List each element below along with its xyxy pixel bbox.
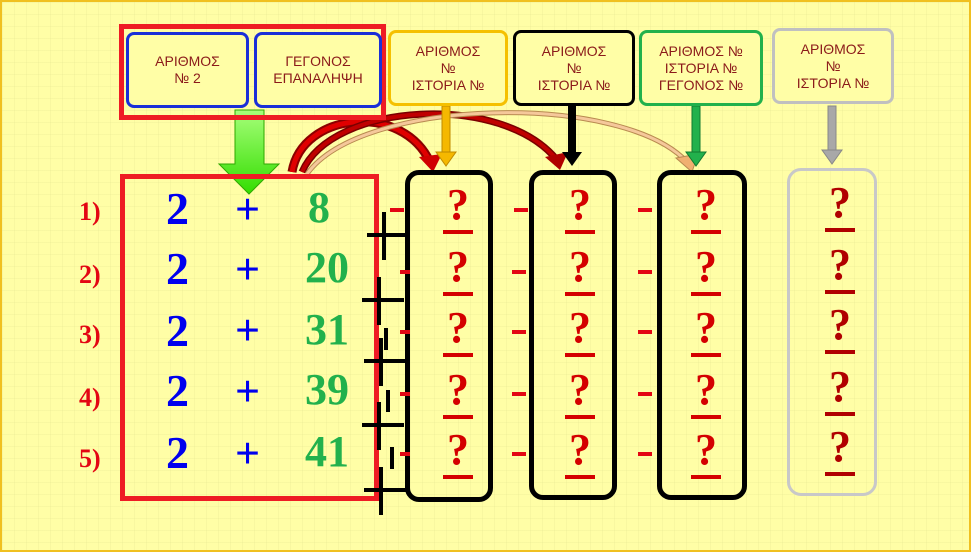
dash-mark xyxy=(512,392,526,396)
addend-number: 2 xyxy=(166,427,189,478)
addend-number: 2 xyxy=(166,365,189,416)
addend-number: 2 xyxy=(166,183,189,234)
unknown-answer[interactable]: ? xyxy=(438,244,478,296)
dash-mark xyxy=(400,330,410,334)
header-frame xyxy=(119,24,386,120)
plus-sign: + xyxy=(235,306,261,355)
row-label: 3) xyxy=(79,320,101,349)
answer-column-4 xyxy=(787,168,877,496)
dash-mark xyxy=(386,390,390,412)
answer-column-3 xyxy=(657,170,747,500)
unknown-answer[interactable]: ? xyxy=(438,182,478,234)
gray-stem xyxy=(827,105,837,155)
unknown-answer[interactable]: ? xyxy=(686,244,726,296)
plus-mark xyxy=(379,338,383,386)
fact-number: 20 xyxy=(305,243,349,292)
answer-column-1 xyxy=(405,170,493,502)
plus-mark xyxy=(362,423,404,427)
unknown-answer[interactable]: ? xyxy=(820,180,860,232)
dash-mark xyxy=(638,452,652,456)
plus-mark xyxy=(364,488,406,492)
addend-number: 2 xyxy=(166,305,189,356)
orange-stem xyxy=(441,105,451,155)
dash-mark xyxy=(512,270,526,274)
row-label: 5) xyxy=(79,444,101,473)
unknown-answer[interactable]: ? xyxy=(686,367,726,419)
header-col-1: ΑΡΙΘΜΟΣ № ΙΣΤΟΡΙΑ № xyxy=(388,30,508,106)
unknown-answer[interactable]: ? xyxy=(560,427,600,479)
dash-mark xyxy=(390,447,394,469)
dash-mark xyxy=(638,330,652,334)
header-col-3: ΑΡΙΘΜΟΣ № ΙΣΤΟΡΙΑ № ΓΕΓΟΝΟΣ № xyxy=(639,30,763,106)
unknown-answer[interactable]: ? xyxy=(820,242,860,294)
plus-mark xyxy=(379,467,383,515)
plus-mark xyxy=(377,402,381,450)
unknown-answer[interactable]: ? xyxy=(686,182,726,234)
dash-mark xyxy=(514,208,528,212)
dash-mark xyxy=(384,328,388,350)
unknown-answer[interactable]: ? xyxy=(438,305,478,357)
dash-mark xyxy=(400,270,410,274)
dash-mark xyxy=(638,270,652,274)
header-number-2: ΑΡΙΘΜΟΣ № 2 xyxy=(126,32,249,108)
row-label: 2) xyxy=(79,260,101,289)
header-col-4: ΑΡΙΘΜΟΣ № ΙΣΤΟΡΙΑ № xyxy=(772,28,894,104)
equations-frame xyxy=(120,174,379,501)
fact-number: 8 xyxy=(308,183,330,232)
dash-mark xyxy=(638,208,652,212)
unknown-answer[interactable]: ? xyxy=(820,364,860,416)
header-fact-repetition: ΓΕΓΟΝΟΣ ΕΠΑΝΑΛΗΨΗ xyxy=(254,32,382,108)
plus-mark xyxy=(382,212,386,260)
plus-mark xyxy=(364,359,406,363)
unknown-answer[interactable]: ? xyxy=(438,427,478,479)
unknown-answer[interactable]: ? xyxy=(438,367,478,419)
dash-mark xyxy=(512,452,526,456)
plus-sign: + xyxy=(235,367,261,416)
unknown-answer[interactable]: ? xyxy=(820,302,860,354)
header-col-2: ΑΡΙΘΜΟΣ № ΙΣΤΟΡΙΑ № xyxy=(513,30,635,106)
row-label: 1) xyxy=(79,197,101,226)
dash-mark xyxy=(400,392,410,396)
dash-mark xyxy=(512,330,526,334)
plus-mark xyxy=(367,233,409,237)
plus-sign: + xyxy=(235,429,261,478)
fact-number: 39 xyxy=(305,365,349,414)
unknown-answer[interactable]: ? xyxy=(686,427,726,479)
unknown-answer[interactable]: ? xyxy=(560,305,600,357)
fact-number: 41 xyxy=(305,427,349,476)
unknown-answer[interactable]: ? xyxy=(560,182,600,234)
unknown-answer[interactable]: ? xyxy=(560,244,600,296)
dash-mark xyxy=(638,392,652,396)
plus-mark xyxy=(377,277,381,325)
dash-mark xyxy=(400,452,410,456)
answer-column-2 xyxy=(529,170,617,500)
unknown-answer[interactable]: ? xyxy=(820,424,860,476)
dash-mark xyxy=(390,208,404,212)
green-stem xyxy=(691,105,701,157)
plus-sign: + xyxy=(235,245,261,294)
plus-sign: + xyxy=(235,185,261,234)
fact-number: 31 xyxy=(305,305,349,354)
addend-number: 2 xyxy=(166,243,189,294)
unknown-answer[interactable]: ? xyxy=(560,367,600,419)
black-stem xyxy=(568,106,576,156)
plus-mark xyxy=(362,298,404,302)
unknown-answer[interactable]: ? xyxy=(686,305,726,357)
row-label: 4) xyxy=(79,383,101,412)
